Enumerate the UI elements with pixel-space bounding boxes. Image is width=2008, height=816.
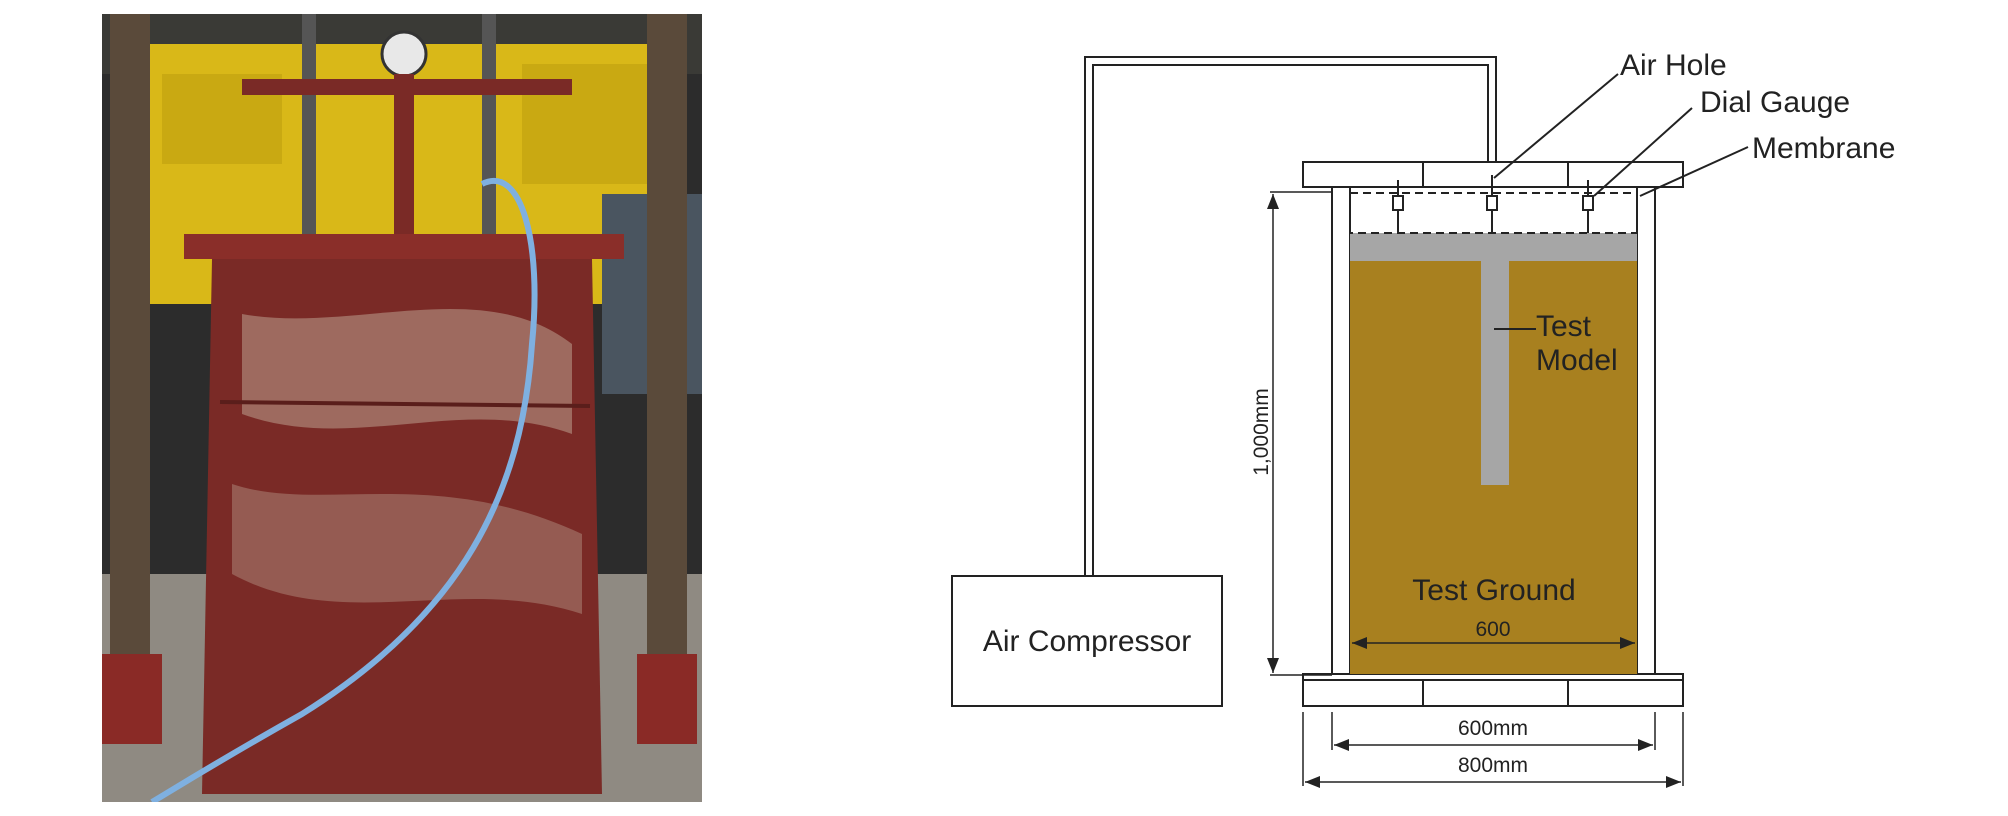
frame-post-left [302, 14, 316, 234]
inner-width-label: 600 [1475, 618, 1510, 641]
dial-gauge-icon [1392, 180, 1594, 233]
cylinder-wall-left [1331, 186, 1351, 675]
test-model [1350, 233, 1637, 485]
air-compressor-box [951, 575, 1223, 707]
test-apparatus-photo [102, 14, 702, 802]
height-dimension [1267, 191, 1332, 676]
membrane-leader [1639, 146, 1749, 197]
air-hose [150, 178, 538, 802]
dial-gauge-leader [1593, 107, 1693, 197]
air-hole-icon [1486, 175, 1498, 233]
dial-gauge-label: Dial Gauge [1700, 86, 1850, 119]
test-model-label-line1: Test [1536, 310, 1592, 343]
cylinder-stain-2 [232, 484, 582, 614]
height-dimension-label: 1,000mm [1250, 388, 1273, 476]
air-hole-leader [1493, 73, 1619, 179]
bottom-plate [1302, 673, 1684, 707]
air-compressor-label: Air Compressor [983, 625, 1191, 658]
threaded-rod-right [647, 14, 687, 694]
threaded-rod-left [110, 14, 150, 694]
air-pipe [1084, 56, 1497, 576]
loading-rod [394, 74, 414, 244]
test-ground-label: Test Ground [1412, 574, 1575, 607]
air-hole-label: Air Hole [1620, 49, 1727, 82]
cylinder-wall-right [1636, 186, 1656, 675]
cylinder-top-plate [184, 234, 624, 259]
rod-base-right [637, 654, 697, 744]
inner-diameter-label: 600mm [1458, 717, 1528, 740]
outer-diameter-dimension [1302, 712, 1684, 788]
membrane-label: Membrane [1752, 132, 1895, 165]
outer-diameter-label: 800mm [1458, 754, 1528, 777]
inner-diameter-dimension [1331, 712, 1656, 751]
rod-base-left [102, 654, 162, 744]
cylinder-body [202, 259, 602, 794]
test-model-label-line2: Model [1536, 344, 1618, 377]
cylinder-seam [219, 400, 591, 408]
membrane-box [1349, 192, 1638, 234]
